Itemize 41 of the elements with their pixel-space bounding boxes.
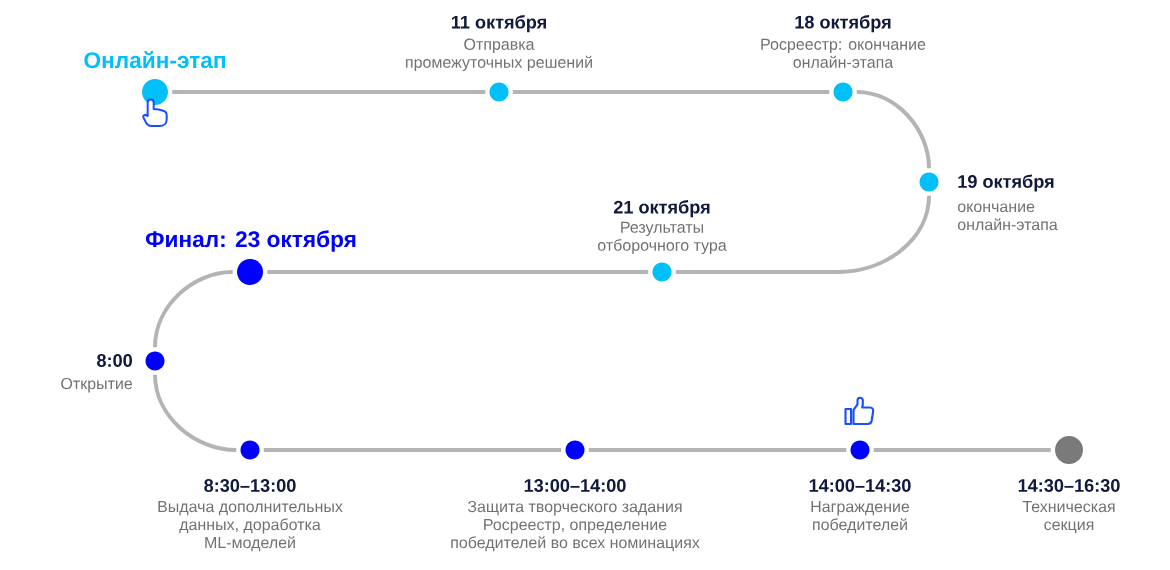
timeline-line bbox=[153, 374, 237, 452]
timeline-line bbox=[267, 270, 649, 274]
milestone-date: 11 октября bbox=[451, 15, 546, 33]
timeline-line bbox=[588, 448, 847, 452]
timeline-dot bbox=[850, 440, 870, 460]
milestone-description: Отправка промежуточных решений bbox=[406, 38, 592, 72]
milestone-description: Выдача дополнительных данных, доработка ML-моделей bbox=[158, 501, 343, 552]
timeline-line bbox=[512, 90, 830, 94]
stage-heading: Онлайн-этап bbox=[84, 51, 225, 69]
milestone-time: 8:30–13:00 bbox=[204, 479, 296, 492]
milestone-time: 14:00–14:30 bbox=[809, 479, 911, 492]
milestone-description: Награждение победителей bbox=[811, 501, 910, 534]
timeline-dot bbox=[1055, 436, 1083, 464]
timeline-line bbox=[873, 448, 1051, 452]
timeline-dot bbox=[652, 262, 672, 282]
timeline-dot bbox=[237, 259, 263, 285]
timeline-dot bbox=[240, 440, 260, 460]
timeline-dot bbox=[489, 82, 509, 102]
milestone-description: Техническая секция bbox=[1022, 501, 1115, 534]
timeline-line bbox=[856, 90, 931, 169]
milestone-description: Результаты отборочного тура bbox=[597, 221, 727, 255]
timeline-dot bbox=[833, 82, 853, 102]
timeline-dot bbox=[919, 172, 939, 192]
timeline-dot bbox=[142, 79, 168, 105]
timeline-line bbox=[172, 90, 486, 94]
milestone-time: 8:00 bbox=[97, 354, 132, 367]
milestone-time: 14:30–16:30 bbox=[1018, 479, 1120, 492]
milestone-description: Росреестр: окончание онлайн-этапа bbox=[761, 38, 926, 68]
timeline-dot bbox=[565, 440, 585, 460]
timeline-line bbox=[263, 448, 562, 452]
milestone-date: 19 октября bbox=[958, 174, 1054, 192]
timeline-line bbox=[675, 195, 931, 274]
milestone-date: 18 октября bbox=[795, 15, 891, 33]
milestone-description: окончание онлайн-этапа bbox=[957, 203, 1058, 231]
stage-heading: Финал: 23 октября bbox=[145, 230, 356, 252]
milestone-description: Открытие bbox=[61, 377, 133, 393]
timeline-dot bbox=[145, 351, 165, 371]
timeline-line bbox=[153, 270, 233, 348]
milestone-date: 21 октября bbox=[613, 200, 710, 218]
milestone-description: Защита творческого задания Росреестр, определение победителей во всех номинациях bbox=[451, 500, 700, 552]
milestone-time: 13:00–14:00 bbox=[524, 479, 626, 492]
